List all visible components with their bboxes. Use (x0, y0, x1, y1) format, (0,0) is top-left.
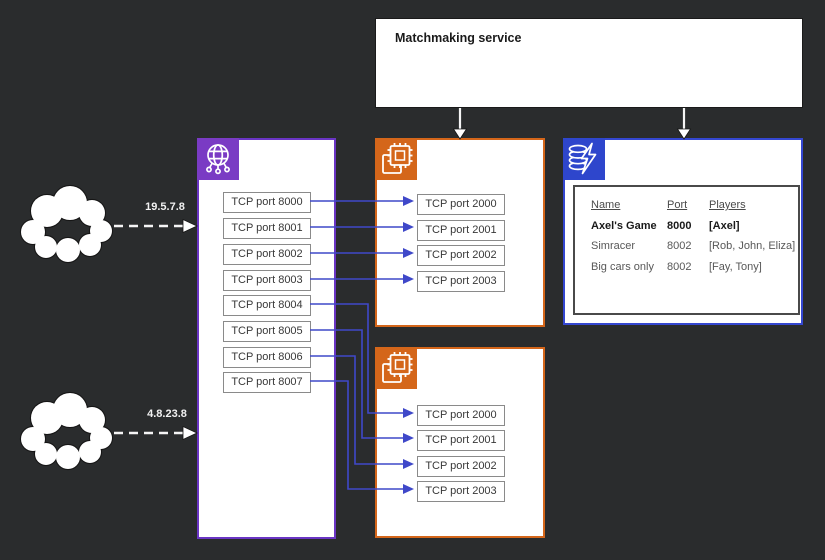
matchmaking-service-label: Matchmaking service (395, 31, 522, 45)
game-name: Axel's Game (591, 219, 657, 232)
games-table-header: Name Port Players (591, 195, 798, 216)
gateway-box: TCP port 8000 TCP port 8001 TCP port 800… (197, 138, 336, 539)
gateway-port-8005: TCP port 8005 (223, 321, 311, 342)
compute-chip-icon (375, 138, 417, 180)
server1-port-2001: TCP port 2001 (417, 220, 505, 241)
games-table: Name Port Players Axel's Game 8000 [Axel… (573, 185, 800, 315)
table-row: Axel's Game 8000 [Axel] (591, 216, 798, 237)
gateway-port-8001: TCP port 8001 (223, 218, 311, 239)
game-name: Big cars only (591, 260, 654, 273)
client1-arrow (114, 218, 198, 234)
game-server-1-box: TCP port 2000 TCP port 2001 TCP port 200… (375, 138, 545, 327)
game-port: 8002 (667, 240, 692, 253)
game-server-2-box: TCP port 2000 TCP port 2001 TCP port 200… (375, 347, 545, 538)
game-players: [Fay, Tony] (709, 260, 762, 273)
gateway-port-8002: TCP port 8002 (223, 244, 311, 265)
server2-port-2002: TCP port 2002 (417, 456, 505, 477)
client1-ip-label: 19.5.7.8 (145, 201, 185, 213)
client2-cloud (19, 391, 114, 471)
matchmaking-service-box: Matchmaking service (375, 18, 803, 108)
table-row: Simracer 8002 [Rob, John, Eliza] (591, 236, 798, 257)
gateway-port-8003: TCP port 8003 (223, 270, 311, 291)
game-port: 8002 (667, 260, 692, 273)
compute-chip-icon (375, 347, 417, 389)
server2-port-2001: TCP port 2001 (417, 430, 505, 451)
col-header-port: Port (667, 199, 688, 212)
matchmaking-to-server1-arrow (452, 108, 468, 140)
gateway-port-8004: TCP port 8004 (223, 295, 311, 316)
client2-ip-label: 4.8.23.8 (147, 408, 187, 420)
gateway-port-8007: TCP port 8007 (223, 372, 311, 393)
game-port: 8000 (667, 219, 692, 232)
gateway-port-8000: TCP port 8000 (223, 192, 311, 213)
col-header-name: Name (591, 199, 621, 212)
client2-arrow (114, 425, 198, 441)
game-players: [Axel] (709, 219, 740, 232)
table-row: Big cars only 8002 [Fay, Tony] (591, 257, 798, 278)
game-name: Simracer (591, 240, 636, 253)
server1-port-2002: TCP port 2002 (417, 245, 505, 266)
server1-port-2003: TCP port 2003 (417, 271, 505, 292)
game-registry-box: Name Port Players Axel's Game 8000 [Axel… (563, 138, 803, 325)
database-cache-icon (563, 138, 605, 180)
server2-port-2003: TCP port 2003 (417, 481, 505, 502)
globe-network-icon (197, 138, 239, 180)
gateway-port-8006: TCP port 8006 (223, 347, 311, 368)
server1-port-2000: TCP port 2000 (417, 194, 505, 215)
col-header-players: Players (709, 199, 746, 212)
server2-port-2000: TCP port 2000 (417, 405, 505, 426)
matchmaking-to-registry-arrow (676, 108, 692, 140)
game-players: [Rob, John, Eliza] (709, 240, 796, 253)
client1-cloud (19, 184, 114, 264)
